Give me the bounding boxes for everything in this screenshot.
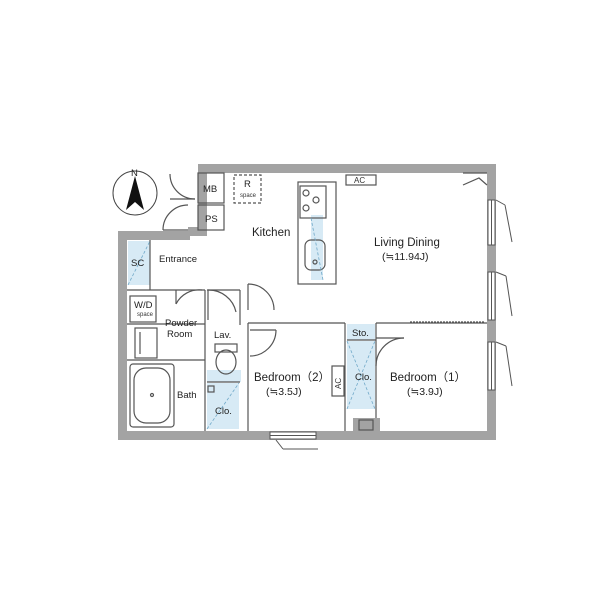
label-mb: MB <box>203 184 217 195</box>
label-bath: Bath <box>177 390 197 401</box>
closet-dashes <box>127 217 376 430</box>
interior-walls <box>127 172 488 431</box>
label-wd: W/D <box>134 300 153 311</box>
label-powder: Powder <box>165 318 197 329</box>
label-ac-living: AC <box>354 176 365 185</box>
north-arrow-icon <box>126 176 144 210</box>
label-clo-left: Clo. <box>215 406 232 417</box>
windows-right <box>487 199 513 391</box>
window-bottom <box>269 431 318 450</box>
label-bedroom1-size: (≒3.9J) <box>407 386 443 398</box>
label-bedroom2: Bedroom（2） <box>254 371 330 384</box>
label-clo-right: Clo. <box>355 372 372 383</box>
label-r-space: space <box>240 193 257 199</box>
lav-counter-fill <box>207 370 241 382</box>
sto-fill <box>347 324 375 340</box>
label-sto: Sto. <box>352 328 369 339</box>
label-r: R <box>244 179 251 190</box>
label-kitchen: Kitchen <box>252 227 290 239</box>
label-wd-space: space <box>137 312 154 318</box>
label-bedroom1: Bedroom（1） <box>390 371 466 384</box>
label-lav: Lav. <box>214 330 231 341</box>
label-room: Room <box>167 329 192 340</box>
label-sc: SC <box>131 258 144 269</box>
label-ps: PS <box>205 214 218 225</box>
label-living-dining-size: (≒11.94J) <box>382 251 429 263</box>
north-label: N <box>131 168 138 179</box>
label-bedroom2-size: (≒3.5J) <box>266 386 302 398</box>
label-ac-bedroom2: AC <box>334 378 343 389</box>
label-living-dining: Living Dining <box>374 237 440 249</box>
label-entrance: Entrance <box>159 254 197 265</box>
north-compass: N <box>112 168 158 216</box>
room-labels: MB PS R space Kitchen Living Dining (≒11… <box>131 176 466 417</box>
